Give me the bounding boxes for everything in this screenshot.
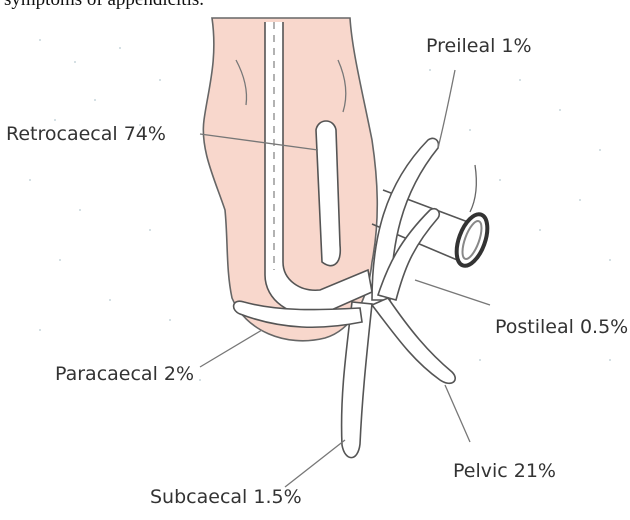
label-preileal: Preileal 1% [426, 35, 532, 57]
label-paracaecal: Paracaecal 2% [55, 363, 194, 385]
leader-postileal [415, 280, 490, 305]
leader-paracaecal [200, 330, 262, 367]
leader-subcaecal [285, 440, 345, 487]
label-pelvic: Pelvic 21% [453, 460, 556, 482]
label-postileal: Postileal 0.5% [495, 316, 628, 338]
appendix-pelvic [372, 298, 455, 383]
label-retrocaecal: Retrocaecal 74% [6, 123, 166, 145]
label-subcaecal: Subcaecal 1.5% [150, 486, 302, 508]
leader-preileal [438, 70, 455, 148]
leader-pelvic [445, 385, 470, 442]
ileum-outer-ring [451, 210, 494, 270]
caption-text: symptoms of appendicitis. [4, 0, 204, 11]
